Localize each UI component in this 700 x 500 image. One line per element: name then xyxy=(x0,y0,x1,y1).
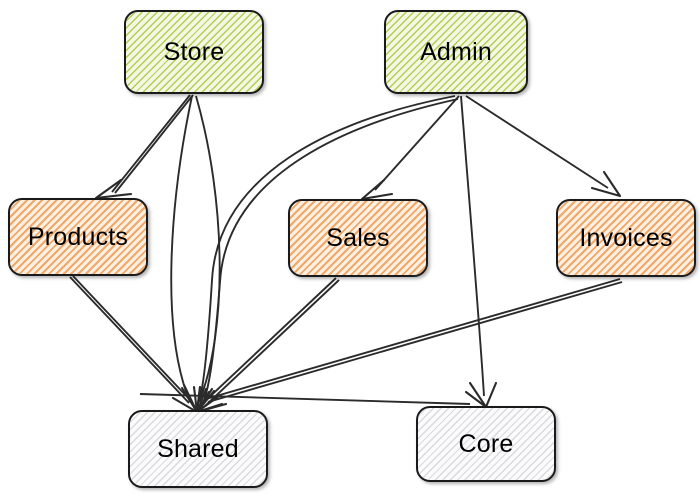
node-core-label: Core xyxy=(458,429,514,458)
node-admin-label: Admin xyxy=(420,37,492,66)
node-admin[interactable]: Admin xyxy=(384,10,528,94)
edge-admin-invoices xyxy=(465,95,622,198)
edge-products-shared xyxy=(69,275,199,414)
node-invoices[interactable]: Invoices xyxy=(556,199,696,277)
node-products[interactable]: Products xyxy=(8,198,148,276)
node-store[interactable]: Store xyxy=(124,10,264,94)
node-invoices-label: Invoices xyxy=(579,223,673,252)
edge-store-products xyxy=(94,94,194,200)
node-sales[interactable]: Sales xyxy=(288,199,428,277)
edge-admin-sales xyxy=(360,95,460,201)
node-products-label: Products xyxy=(27,222,129,251)
edge-invoices-shared xyxy=(195,278,623,415)
node-shared-label: Shared xyxy=(157,434,239,463)
node-store-label: Store xyxy=(163,37,225,66)
edge-store-shared-a xyxy=(170,95,202,414)
node-core[interactable]: Core xyxy=(416,406,556,482)
edge-admin-core xyxy=(460,95,498,409)
node-shared[interactable]: Shared xyxy=(128,410,268,488)
node-sales-label: Sales xyxy=(326,223,390,252)
